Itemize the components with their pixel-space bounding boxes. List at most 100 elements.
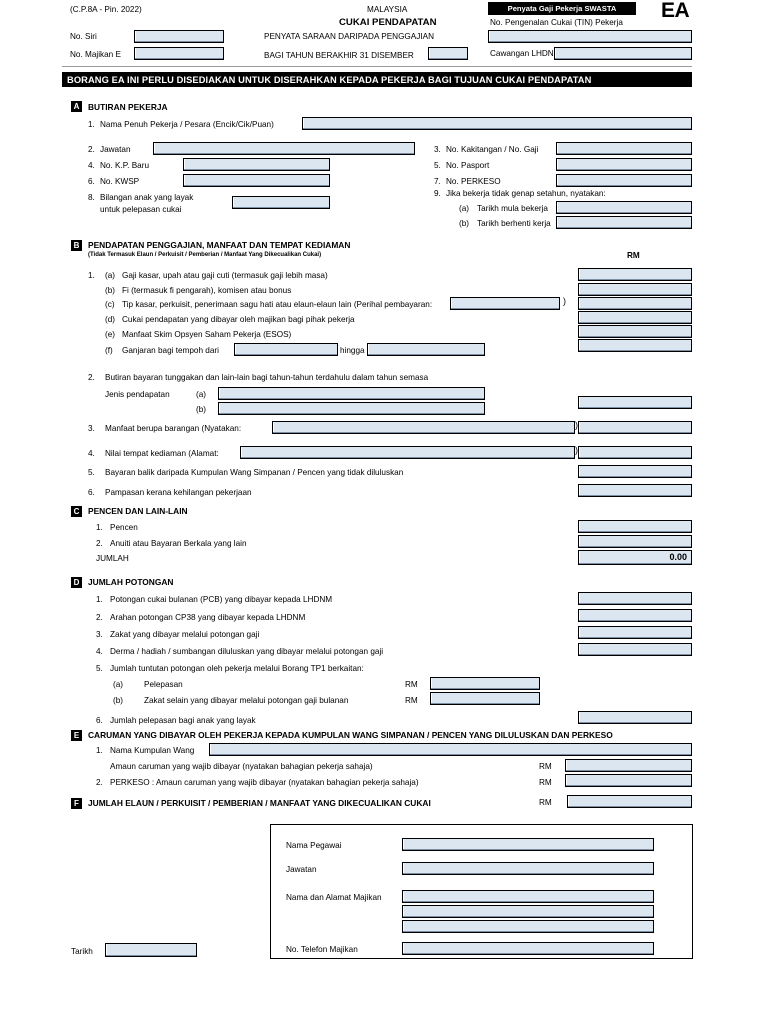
form-title: CUKAI PENDAPATAN [339, 17, 437, 28]
officer-name-label: Nama Pegawai [286, 841, 342, 850]
b2a-no: (a) [196, 390, 207, 399]
e1-fund-name-input[interactable] [209, 743, 692, 756]
b1f-middle-label: hingga [340, 346, 365, 355]
d5a-no: (a) [113, 680, 124, 689]
b2-sub-label: Jenis pendapatan [105, 390, 170, 399]
section-e-chip: E [71, 730, 82, 741]
officer-name-input[interactable] [402, 838, 654, 851]
d5a-amount-input[interactable] [430, 677, 540, 690]
b1c-label: Tip kasar, perkuisit, penerimaan sagu ha… [122, 300, 433, 309]
a3-label: No. Kakitangan / No. Gaji [446, 145, 539, 154]
employer-no-input[interactable] [134, 47, 224, 60]
section-e-title: CARUMAN YANG DIBAYAR OLEH PEKERJA KEPADA… [88, 730, 613, 740]
b1c-detail-input[interactable] [450, 297, 560, 310]
position-input[interactable] [402, 862, 654, 875]
year-input[interactable] [428, 47, 468, 60]
d4-no: 4. [96, 647, 103, 656]
a4-no: 4. [88, 161, 95, 170]
d4-amount-input[interactable] [578, 643, 692, 656]
section-b-subtitle: (Tidak Termasuk Elaun / Perkuisit / Pemb… [88, 252, 322, 258]
e1b-amount-input[interactable] [565, 759, 692, 772]
a3-staff-no-input[interactable] [556, 142, 692, 155]
d6-amount-input[interactable] [578, 711, 692, 724]
b5-amount-input[interactable] [578, 465, 692, 478]
b1c-close-paren: ) [563, 296, 566, 306]
d2-label: Arahan potongan CP38 yang dibayar kepada… [110, 613, 306, 622]
d6-no: 6. [96, 716, 103, 725]
employer-address-line2-input[interactable] [402, 905, 654, 918]
employer-address-label: Nama dan Alamat Majikan [286, 893, 382, 902]
main-banner: BORANG EA INI PERLU DISEDIAKAN UNTUK DIS… [62, 72, 692, 87]
b3-detail-input[interactable] [272, 421, 575, 434]
country-label: MALAYSIA [367, 5, 408, 14]
b4-address-input[interactable] [240, 446, 575, 459]
serial-input[interactable] [134, 30, 224, 43]
branch-label: Cawangan LHDNM [490, 49, 561, 58]
b2-amount-input[interactable] [578, 396, 692, 409]
c1-amount-input[interactable] [578, 520, 692, 533]
b1d-label: Cukai pendapatan yang dibayar oleh majik… [122, 315, 355, 324]
section-a-chip: A [71, 101, 82, 112]
a9b-end-date-input[interactable] [556, 216, 692, 229]
section-a-title: BUTIRAN PEKERJA [88, 102, 168, 112]
a8-no: 8. [88, 193, 95, 202]
branch-input[interactable] [554, 47, 692, 60]
swasta-badge: Penyata Gaji Pekerja SWASTA [488, 2, 636, 15]
b2b-income-type-input[interactable] [218, 402, 485, 415]
a4-ic-input[interactable] [183, 158, 330, 171]
b1c-amount-input[interactable] [578, 297, 692, 310]
d5b-no: (b) [113, 696, 124, 705]
e1b-label: Amaun caruman yang wajib dibayar (nyatak… [110, 762, 373, 771]
b3-label: Manfaat berupa barangan (Nyatakan: [105, 424, 242, 433]
e1-no: 1. [96, 746, 103, 755]
a9a-label: Tarikh mula bekerja [477, 204, 548, 213]
section-b-chip: B [71, 240, 82, 251]
e2-amount-input[interactable] [565, 774, 692, 787]
b4-close-paren: ) [575, 445, 578, 455]
d2-amount-input[interactable] [578, 609, 692, 622]
employer-no-label: No. Majikan E [70, 50, 121, 59]
a8-label-line2: untuk pelepasan cukai [100, 205, 182, 214]
b1f-amount-input[interactable] [578, 339, 692, 352]
section-b-rm-header: RM [627, 251, 640, 260]
b1b-label: Fi (termasuk fi pengarah), komisen atau … [122, 286, 292, 295]
b1e-amount-input[interactable] [578, 325, 692, 338]
b1f-from-input[interactable] [234, 343, 338, 356]
phone-input[interactable] [402, 942, 654, 955]
employer-address-line1-input[interactable] [402, 890, 654, 903]
d5-label: Jumlah tuntutan potongan oleh pekerja me… [110, 664, 364, 673]
d1-no: 1. [96, 595, 103, 604]
d3-amount-input[interactable] [578, 626, 692, 639]
employer-address-line3-input[interactable] [402, 920, 654, 933]
c2-amount-input[interactable] [578, 535, 692, 548]
d5-no: 5. [96, 664, 103, 673]
tin-input[interactable] [488, 30, 692, 43]
d5b-amount-input[interactable] [430, 692, 540, 705]
a7-perkeso-input[interactable] [556, 174, 692, 187]
d5b-rm-label: RM [405, 696, 418, 705]
a2-position-input[interactable] [153, 142, 415, 155]
b1a-amount-input[interactable] [578, 268, 692, 281]
c-total-value-box: 0.00 [578, 550, 692, 565]
d1-amount-input[interactable] [578, 592, 692, 605]
b4-amount-input[interactable] [578, 446, 692, 459]
b2a-income-type-input[interactable] [218, 387, 485, 400]
b1d-amount-input[interactable] [578, 311, 692, 324]
b1f-to-input[interactable] [367, 343, 485, 356]
a5-passport-input[interactable] [556, 158, 692, 171]
b3-close-paren: ) [575, 420, 578, 430]
a9a-start-date-input[interactable] [556, 201, 692, 214]
b1b-amount-input[interactable] [578, 283, 692, 296]
a2-label: Jawatan [100, 145, 131, 154]
b3-amount-input[interactable] [578, 421, 692, 434]
a1-name-input[interactable] [302, 117, 692, 130]
a6-kwsp-input[interactable] [183, 174, 330, 187]
date-input[interactable] [105, 943, 197, 957]
f-amount-input[interactable] [567, 795, 692, 808]
a8-children-count-input[interactable] [232, 196, 330, 209]
c1-no: 1. [96, 523, 103, 532]
e2-rm-label: RM [539, 778, 552, 787]
b6-amount-input[interactable] [578, 484, 692, 497]
position-label: Jawatan [286, 865, 317, 874]
